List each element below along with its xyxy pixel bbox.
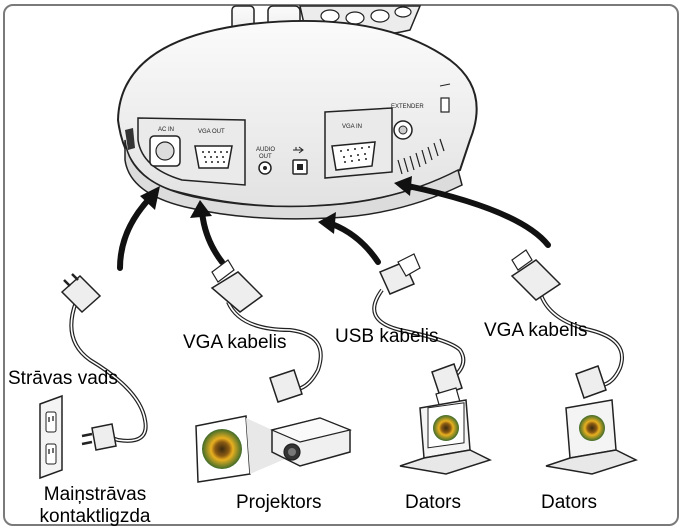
power-plug-outlet-end — [91, 423, 117, 451]
laptop-right-keyboard — [545, 449, 638, 475]
arrow-vga-out — [199, 209, 225, 265]
laptop-right-flower — [579, 415, 605, 441]
vga-out-port — [194, 145, 233, 169]
arrowhead-power — [140, 186, 160, 210]
side-usb-port — [440, 97, 450, 113]
vga-plug-left-bottom — [269, 369, 303, 403]
arrow-vga-in — [405, 183, 551, 248]
arrowhead-vga-out — [190, 200, 212, 218]
vent-slits — [397, 138, 445, 175]
vga-in-port — [331, 141, 376, 171]
vga-cable-left-label: VGA kabelis — [183, 332, 287, 353]
vga-plug-right-bottom — [575, 365, 607, 399]
side-notch — [125, 128, 135, 150]
wall-outlet — [39, 394, 63, 480]
panel-button — [394, 6, 412, 18]
ac-in-label: AC IN — [158, 127, 174, 133]
power-plug-outlet-prongs — [81, 432, 93, 446]
power-plug-prongs — [63, 273, 79, 287]
extender-port-core — [398, 125, 408, 135]
arrow-usb — [329, 221, 381, 265]
panel-button — [345, 11, 365, 25]
vga-out-pins — [202, 151, 228, 163]
power-plug-head — [60, 274, 102, 314]
vga-cable-left — [210, 259, 323, 403]
side-usb-symbol-icon — [439, 83, 451, 87]
computer-left-label: Dators — [405, 492, 461, 513]
projector-top — [270, 417, 352, 443]
usb-cable — [372, 253, 466, 409]
computer-right-label: Dators — [541, 492, 597, 513]
arrowhead-vga-in — [394, 176, 412, 196]
panel-button — [320, 9, 340, 23]
vga-plug-right-top-pins — [511, 249, 533, 271]
usb-b-plug-tip — [397, 253, 421, 277]
audio-out-jack-hole — [263, 166, 267, 170]
usb-cable-label: USB kabelis — [335, 326, 439, 347]
vga-in-label: VGA IN — [342, 124, 362, 130]
projector-label: Projektors — [236, 492, 322, 513]
laptop-left-flower — [433, 415, 459, 441]
vga-cable-right — [510, 249, 624, 399]
outlet-label-line2: kontaktligzda — [39, 506, 151, 527]
usb-symbol-icon — [293, 146, 304, 154]
arrowhead-usb — [318, 212, 336, 234]
arrow-heads — [140, 176, 412, 234]
vga-plug-right-top — [510, 259, 562, 301]
projector-lens-core — [288, 448, 296, 456]
camera-body — [116, 19, 478, 208]
laptop-left — [399, 399, 492, 475]
projector — [195, 415, 352, 483]
extender-label: EXTENDER — [391, 104, 424, 110]
camera-base-rim — [124, 139, 463, 220]
vga-plug-left-top-pins — [211, 259, 235, 283]
vga-plug-left-top — [210, 271, 264, 313]
power-cord — [60, 273, 148, 451]
document-camera: AC IN VGA OUT AUDIO OUT — [116, 5, 478, 220]
laptop-right — [545, 399, 638, 475]
ac-in-socket — [155, 141, 175, 161]
laptop-left-keyboard — [399, 449, 492, 475]
outlet-label-line1: Maiņstrāvas — [43, 484, 147, 505]
panel-button — [370, 9, 390, 23]
arrow-power — [117, 195, 153, 271]
flower-image — [202, 429, 242, 469]
connection-arrows — [117, 183, 551, 271]
vga-cable-right-label: VGA kabelis — [484, 320, 588, 341]
power-cord-label: Strāvas vads — [8, 368, 118, 389]
usb-b-port-core — [297, 164, 303, 170]
projector-beam — [246, 418, 292, 474]
audio-out-label-2: OUT — [259, 154, 272, 160]
vga-out-label: VGA OUT — [198, 129, 225, 135]
audio-out-label-1: AUDIO — [256, 147, 275, 153]
vga-in-pins — [340, 146, 370, 163]
